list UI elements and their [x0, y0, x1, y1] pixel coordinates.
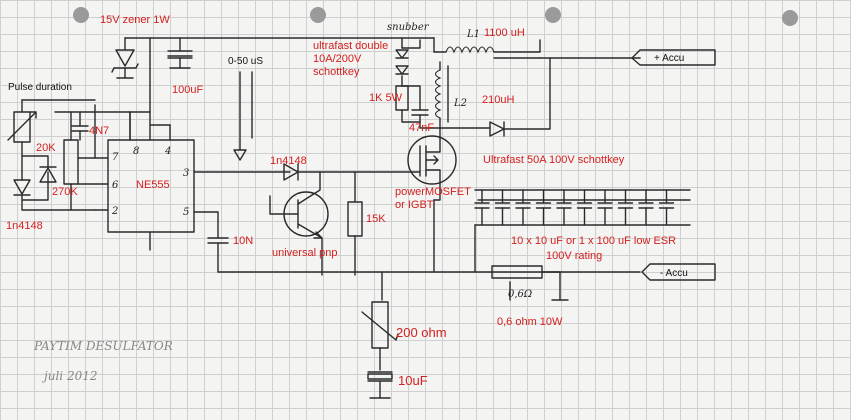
pot-200-ohm — [361, 301, 399, 371]
label-accu-plus: + Accu — [654, 53, 684, 64]
inductor-l2 — [434, 61, 491, 141]
pin-8: 8 — [133, 146, 139, 157]
label-100uf: 100uF — [172, 84, 203, 96]
ne555-ic — [107, 111, 291, 251]
label-mosfet-1: powerMOSFET — [395, 186, 471, 198]
inductor-l1 — [433, 39, 641, 59]
label-pulse-range: 0-50 uS — [228, 56, 263, 67]
pin-2: 2 — [111, 206, 118, 217]
binder-hole-1 — [73, 7, 89, 23]
label-4n7: 4N7 — [89, 125, 109, 137]
pot-20k — [13, 111, 31, 143]
hand-date: juli 2012 — [41, 369, 97, 383]
label-ne555: NE555 — [136, 179, 170, 191]
power-mosfet — [407, 135, 457, 201]
label-200-ohm: 200 ohm — [396, 325, 447, 340]
resistor-15k — [347, 171, 363, 276]
bank-capacitor — [515, 189, 531, 226]
capacitor-10n — [207, 237, 229, 273]
label-rating: 100V rating — [546, 250, 602, 262]
hand-snubber: snubber — [387, 22, 430, 33]
resistor-270k — [63, 139, 79, 185]
supply-rail — [94, 37, 435, 141]
pin-6: 6 — [112, 180, 119, 191]
bank-capacitor — [474, 189, 490, 226]
capacitor-47nf — [411, 109, 429, 116]
pulse-pot — [233, 71, 253, 161]
capacitor-100uf — [167, 37, 193, 69]
capacitor-10uf — [367, 371, 393, 399]
hand-shunt: 0,6Ω — [508, 289, 532, 300]
shunt-resistor — [491, 265, 569, 301]
label-1n4148: 1n4148 — [270, 155, 307, 167]
hand-title: PAYTIM DESULFATOR — [33, 339, 173, 353]
label-10n: 10N — [233, 235, 253, 247]
label-double-schottky-3: schottkey — [313, 66, 360, 78]
pnp-transistor — [269, 171, 329, 276]
bank-capacitor — [638, 189, 654, 226]
accu-plus-connector — [631, 49, 716, 66]
accu-minus-connector — [641, 263, 716, 281]
bank-capacitor — [494, 189, 511, 226]
label-270k: 270K — [52, 186, 78, 198]
bank-capacitor — [597, 189, 613, 226]
diode-left — [13, 179, 31, 195]
label-pulse-duration: Pulse duration — [8, 82, 72, 93]
label-l1: 1100 uH — [484, 27, 525, 39]
label-l2: 210uH — [482, 94, 514, 106]
label-zener: 15V zener 1W — [100, 14, 170, 26]
label-10uf: 10uF — [398, 373, 428, 388]
binder-hole-2 — [310, 7, 326, 23]
pin-7: 7 — [112, 152, 119, 163]
label-pnp: universal pnp — [272, 247, 337, 259]
bank-capacitor — [617, 189, 634, 226]
label-double-schottky-1: ultrafast double — [313, 40, 388, 52]
capacitor-bank — [474, 189, 691, 241]
bank-capacitor — [556, 189, 572, 226]
capacitor-4n7 — [71, 111, 89, 141]
pin-5: 5 — [183, 207, 189, 218]
label-1n4148-left: 1n4148 — [6, 220, 43, 232]
bank-capacitor — [576, 189, 593, 226]
binder-hole-3 — [545, 7, 561, 23]
label-50a-schottky: Ultrafast 50A 100V schottkey — [483, 154, 625, 166]
label-cap-bank: 10 x 10 uF or 1 x 100 uF low ESR — [511, 235, 676, 247]
hand-l2: L2 — [453, 98, 467, 109]
binder-hole-4 — [782, 10, 798, 26]
label-shunt: 0,6 ohm 10W — [497, 316, 563, 328]
label-20k: 20K — [36, 142, 56, 154]
pin-4: 4 — [164, 146, 171, 157]
label-1k5w: 1K 5W — [369, 92, 403, 104]
pin-3: 3 — [183, 168, 189, 179]
timing-network — [7, 99, 109, 211]
snubber-network — [395, 37, 441, 129]
bank-capacitor — [658, 189, 675, 226]
zener-diode — [111, 37, 139, 79]
hand-l1: L1 — [466, 29, 480, 40]
bank-capacitor — [535, 189, 552, 226]
label-mosfet-2: or IGBT — [395, 199, 434, 211]
diode-1n4148 — [283, 163, 421, 181]
ground-rail — [217, 199, 641, 301]
label-double-schottky-2: 10A/200V — [313, 53, 362, 65]
label-15k: 15K — [366, 213, 386, 225]
label-47nf: 47nF — [409, 122, 434, 134]
label-accu-minus: - Accu — [660, 268, 688, 279]
schottky-50a — [489, 57, 551, 137]
capacitor-bank-elements — [474, 189, 675, 226]
